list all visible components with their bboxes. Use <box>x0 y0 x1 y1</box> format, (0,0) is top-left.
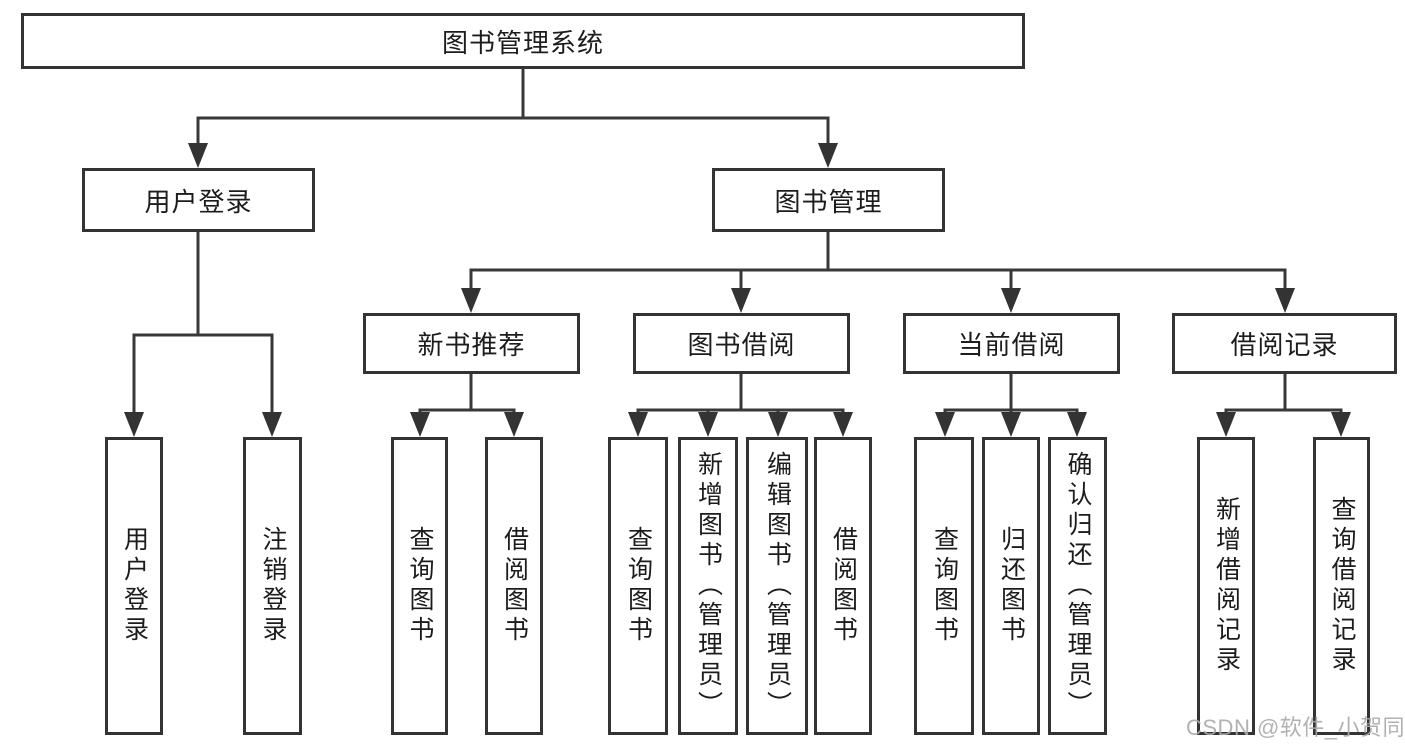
node-new-book-recommend: 新书推荐 <box>363 313 580 374</box>
leaf-label: 注销登录 <box>259 526 287 646</box>
leaf-nbr-borrow-book: 借阅图书 <box>485 437 543 735</box>
node-label: 图书管理 <box>774 186 883 217</box>
arrow-down-icon <box>628 412 648 437</box>
arrow-down-icon <box>1275 288 1295 313</box>
connector-root-to-level2 <box>196 69 830 146</box>
arrow-down-icon <box>504 412 524 437</box>
arrow-down-icon <box>124 412 144 437</box>
arrow-down-icon <box>410 412 430 437</box>
node-current-borrow: 当前借阅 <box>903 313 1120 374</box>
leaf-label: 借阅图书 <box>500 526 529 646</box>
arrow-down-icon <box>461 288 481 313</box>
leaf-label: 借阅图书 <box>829 526 858 646</box>
node-label: 图书借阅 <box>687 330 796 360</box>
node-root: 图书管理系统 <box>21 13 1025 69</box>
arrow-down-icon <box>188 143 208 168</box>
node-user-login: 用户登录 <box>82 168 315 232</box>
connector-user-login-children <box>132 232 274 414</box>
leaf-bb-add-book-admin: 新增图书（管理员） <box>678 437 738 735</box>
node-label: 图书管理系统 <box>441 27 604 58</box>
arrowheads <box>124 143 1351 437</box>
node-book-borrow: 图书借阅 <box>633 313 850 374</box>
arrow-down-icon <box>262 412 282 437</box>
arrow-down-icon <box>833 412 853 437</box>
connector-current-borrow-children <box>943 374 1079 414</box>
leaf-label: 编辑图书（管理员） <box>763 451 792 721</box>
node-label: 新书推荐 <box>417 330 526 360</box>
leaf-label: 用户登录 <box>120 526 149 646</box>
arrow-down-icon <box>1067 412 1087 437</box>
arrow-down-icon <box>698 412 718 437</box>
leaf-logout-login: 注销登录 <box>243 437 302 735</box>
arrow-down-icon <box>1216 412 1236 437</box>
connector-book-borrow-children <box>636 374 845 414</box>
leaf-label: 归还图书 <box>997 526 1026 646</box>
arrow-down-icon <box>731 288 751 313</box>
leaf-label: 查询借阅记录 <box>1328 496 1356 676</box>
leaf-label: 新增借阅记录 <box>1212 496 1241 676</box>
arrow-down-icon <box>818 143 838 168</box>
leaf-bb-borrow-book: 借阅图书 <box>814 437 872 735</box>
arrow-down-icon <box>1001 412 1021 437</box>
leaf-cb-return-book: 归还图书 <box>982 437 1040 735</box>
connector-book-mgmt-children <box>469 232 1287 290</box>
leaf-label: 确认归还（管理员） <box>1064 451 1092 721</box>
leaf-bb-edit-book-admin: 编辑图书（管理员） <box>746 437 808 735</box>
arrow-down-icon <box>768 412 788 437</box>
leaf-label: 查询图书 <box>406 526 434 646</box>
leaf-bb-query-book: 查询图书 <box>608 437 668 735</box>
leaf-label: 新增图书（管理员） <box>694 451 723 721</box>
arrow-down-icon <box>1331 412 1351 437</box>
connector-borrow-record-children <box>1224 374 1343 414</box>
leaf-cb-query-book: 查询图书 <box>914 437 974 735</box>
leaf-br-query-record: 查询借阅记录 <box>1313 437 1370 735</box>
node-label: 借阅记录 <box>1230 330 1339 360</box>
leaf-nbr-query-book: 查询图书 <box>391 437 448 735</box>
node-borrow-record: 借阅记录 <box>1172 313 1397 374</box>
csdn-watermark: CSDN @软件_小贺同学 <box>1186 715 1405 740</box>
leaf-br-add-record: 新增借阅记录 <box>1197 437 1255 735</box>
leaf-cb-confirm-return-admin: 确认归还（管理员） <box>1048 437 1107 735</box>
arrow-down-icon <box>1001 288 1021 313</box>
leaf-user-login: 用户登录 <box>105 437 163 735</box>
leaf-label: 查询图书 <box>930 526 959 646</box>
node-book-management: 图书管理 <box>712 168 945 232</box>
arrow-down-icon <box>935 412 955 437</box>
leaf-label: 查询图书 <box>624 526 653 646</box>
node-label: 当前借阅 <box>957 330 1066 360</box>
node-label: 用户登录 <box>144 186 253 217</box>
connector-new-book-recommend-children <box>418 374 516 414</box>
